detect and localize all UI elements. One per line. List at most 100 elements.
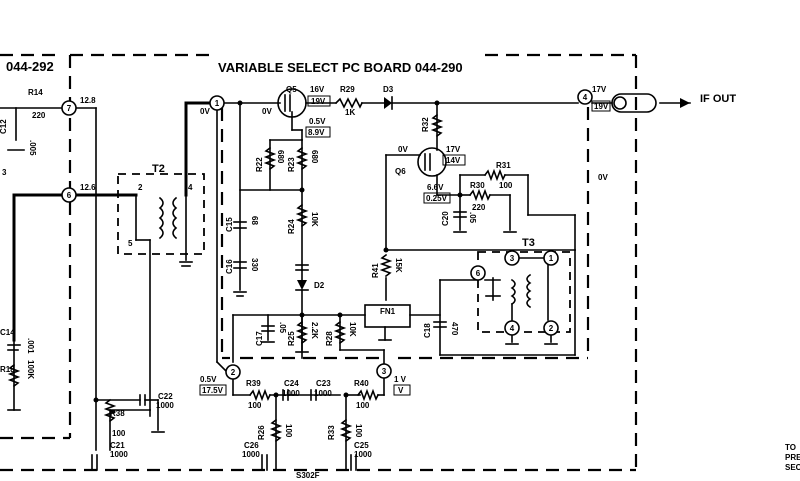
left-board-title: 044-292	[6, 59, 54, 74]
c21-value: 1000	[314, 389, 332, 398]
r25-value: 2.2K	[310, 322, 319, 339]
c16-value: 330	[250, 258, 259, 272]
r24-ref: R24	[287, 219, 296, 234]
r30-ref: R30	[470, 181, 485, 190]
r39-ref: R39	[246, 379, 261, 388]
transistor-q5	[277, 88, 307, 118]
r41-ref: R41	[371, 263, 380, 278]
wiring	[0, 93, 691, 471]
t3-ref: T3	[522, 237, 535, 249]
svg-text:1: 1	[215, 99, 220, 108]
r14-value: 220	[32, 111, 46, 120]
r38-ref: R38	[110, 409, 125, 418]
svg-text:4: 4	[510, 324, 515, 333]
c14-value: .001	[26, 338, 35, 354]
node-1: 1	[209, 95, 225, 111]
c26-value: 1000	[110, 450, 128, 459]
c18-ref: C18	[423, 323, 432, 338]
junction-dots	[93, 100, 463, 403]
q5-drain-v: 16V	[310, 85, 325, 94]
c17-value: .05	[278, 322, 287, 334]
svg-text:1: 1	[549, 254, 554, 263]
c25-value: 1000	[156, 401, 174, 410]
c22-value: 1000	[282, 389, 300, 398]
svg-text:7: 7	[67, 104, 72, 113]
v-0v-in: 0V	[200, 107, 210, 116]
svg-text:6: 6	[67, 191, 72, 200]
d2-ref: D2	[314, 281, 325, 290]
v-pin2-box: 17.5V	[202, 386, 224, 395]
q6-drain-box: 14V	[446, 156, 461, 165]
node-3: 3	[376, 363, 392, 379]
node-6: 6	[61, 187, 77, 203]
nodes: 7 6 1 4 2 3 6 3 1 4 2	[61, 89, 593, 380]
t3-pin-6: 6	[470, 265, 486, 281]
r38-value: 100	[112, 429, 126, 438]
node-4: 4	[577, 89, 593, 105]
r18-value: 100K	[26, 360, 35, 379]
q5-gate-v: 0.5V	[309, 117, 326, 126]
q6-gate-v: 6.6V	[427, 183, 444, 192]
t2-ref: T2	[152, 163, 165, 175]
c15-value: 68	[250, 216, 259, 225]
transistor-q6	[417, 147, 447, 177]
t3-pin-4: 4	[504, 320, 520, 336]
r33-ref: R33	[327, 425, 336, 440]
c25-ref: C22	[158, 392, 173, 401]
c14-ref: C14	[0, 328, 15, 337]
r40-ref: R40	[354, 379, 369, 388]
r24-value: 10K	[310, 212, 319, 227]
c26-ref: C21	[110, 441, 125, 450]
q5-source-v: 0V	[262, 107, 272, 116]
r31-value: 100	[499, 181, 513, 190]
q6-source-v: 0V	[398, 145, 408, 154]
r26-ref: R26	[257, 425, 266, 440]
q6-ref: Q6	[395, 167, 406, 176]
c24-ref: C26	[244, 441, 259, 450]
svg-text:6: 6	[476, 269, 481, 278]
t3-pin-3: 3	[504, 250, 520, 266]
r40-value: 100	[356, 401, 370, 410]
t2-pin-5: 5	[128, 239, 133, 248]
q5-gate-box: 8.9V	[308, 128, 325, 137]
c23-ref: C25	[354, 441, 369, 450]
node-7: 7	[61, 100, 77, 116]
r26-value: 100	[284, 424, 293, 438]
v-17v-out: 17V	[592, 85, 607, 94]
c15-ref: C15	[225, 217, 234, 232]
c16-ref: C16	[225, 259, 234, 274]
right-note-line-3: SEC	[785, 463, 800, 472]
r30-value: 220	[472, 203, 486, 212]
svg-text:3: 3	[510, 254, 515, 263]
c12-ref: C12	[0, 119, 8, 134]
output-label: IF OUT	[700, 93, 736, 105]
t2-pin-4: 4	[188, 183, 193, 192]
q5-drain-box: 19V	[311, 97, 326, 106]
component-labels: R14 220 12.8 12.6 C12 .005 C14 .001 R18 …	[0, 85, 611, 480]
r32-ref: R32	[421, 117, 430, 132]
c23-value: 1000	[354, 450, 372, 459]
v-0v-board: 0V	[598, 173, 608, 182]
r39-value: 100	[248, 401, 262, 410]
v-pin3: 1 V	[394, 375, 407, 384]
right-note-line-2: PRE	[785, 453, 800, 462]
c12-value: .005	[28, 140, 37, 156]
left-edge-text: 3	[2, 168, 7, 177]
r31-ref: R31	[496, 161, 511, 170]
c20-ref: C20	[441, 211, 450, 226]
v-19v-out: 19V	[594, 102, 609, 111]
connector-ref: S302F	[296, 471, 320, 480]
svg-text:2: 2	[549, 324, 554, 333]
q5-ref: Q5	[286, 85, 297, 94]
fn1-ref: FN1	[380, 307, 396, 316]
board-title: VARIABLE SELECT PC BOARD 044-290	[218, 60, 463, 75]
t2-pin-2: 2	[138, 183, 143, 192]
v-12-6: 12.6	[80, 183, 96, 192]
r23-value: 680	[310, 150, 319, 164]
right-note-line-1: TO	[785, 443, 796, 452]
q6-gate-box: 0.25V	[426, 194, 448, 203]
svg-text:3: 3	[382, 367, 387, 376]
board-outlines	[0, 53, 638, 472]
svg-text:4: 4	[583, 93, 588, 102]
